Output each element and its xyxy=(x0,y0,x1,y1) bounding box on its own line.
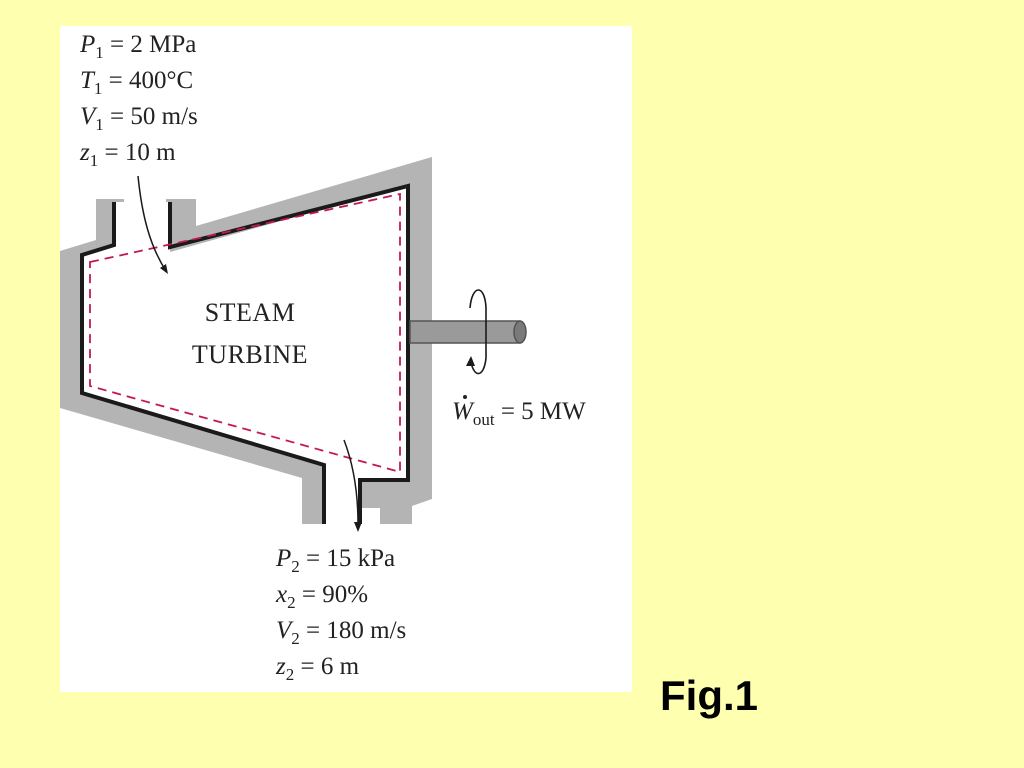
inlet-pressure: P1 = 2 MPa xyxy=(80,31,197,62)
outlet-elevation: z2 = 6 m xyxy=(276,653,360,684)
inlet-velocity: V1 = 50 m/s xyxy=(80,103,198,134)
figure-label: Fig.1 xyxy=(660,672,759,719)
control-volume-boundary xyxy=(89,192,401,474)
shaft-end xyxy=(513,320,527,344)
work-output: Wout = 5 MW xyxy=(452,395,586,429)
turbine-interior xyxy=(80,186,406,524)
rotation-arrowhead xyxy=(466,356,475,366)
turbine-label-line1: STEAM xyxy=(204,298,296,327)
outlet-arrowhead xyxy=(354,522,362,532)
shaft xyxy=(409,320,521,344)
turbine-label-line2: TURBINE xyxy=(191,340,309,369)
inlet-elevation: z1 = 10 m xyxy=(80,139,176,170)
inlet-flow-arrow xyxy=(137,175,167,272)
outlet-pressure: P2 = 15 kPa xyxy=(276,545,396,576)
inlet-temperature: T1 = 400°C xyxy=(80,67,194,98)
outlet-velocity: V2 = 180 m/s xyxy=(276,617,407,648)
outlet-quality: x2 = 90% xyxy=(276,581,369,612)
inlet-arrowhead xyxy=(160,264,168,274)
rotation-arrow xyxy=(469,289,487,375)
steam-turbine-diagram xyxy=(60,157,527,532)
turbine-wall xyxy=(80,202,326,524)
turbine-wall-top xyxy=(168,183,410,524)
diagram-panel: P1 = 2 MPa T1 = 400°C V1 = 50 m/s z1 = 1… xyxy=(60,26,632,692)
outlet-flow-arrow xyxy=(343,439,359,525)
